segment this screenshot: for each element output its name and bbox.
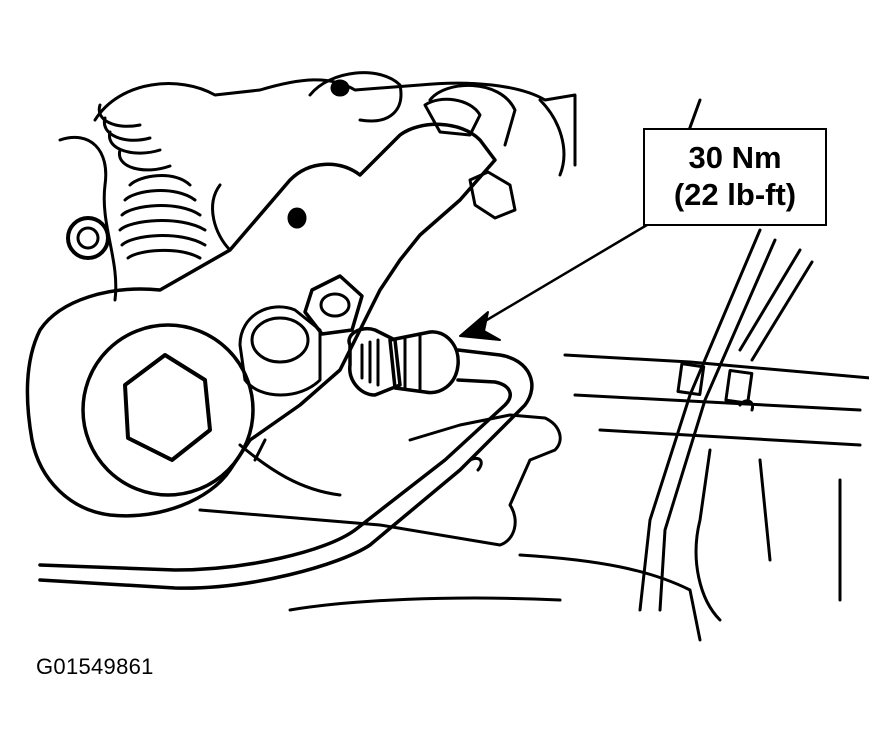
support-bracket	[198, 413, 562, 547]
brake-line-fitting	[347, 327, 460, 397]
hex-bolt-small	[303, 274, 364, 336]
coil-spring	[97, 103, 207, 260]
hex-bolt-large	[81, 323, 255, 497]
engine-casting-outline	[58, 71, 577, 302]
ring-fitting	[66, 216, 110, 260]
frame-rails	[288, 98, 869, 642]
torque-imperial: (22 lb-ft)	[673, 177, 797, 212]
brake-tube	[38, 348, 534, 590]
mounting-bolts	[423, 97, 517, 220]
piston-boss	[238, 305, 322, 397]
torque-metric: 30 Nm	[688, 140, 782, 176]
figure-id: G01549861	[36, 654, 154, 679]
arrowhead	[459, 311, 501, 341]
leader-line	[468, 220, 654, 332]
torque-callout-box: 30 Nm (22 lb-ft)	[643, 128, 827, 226]
caliper-bracket	[25, 122, 497, 518]
